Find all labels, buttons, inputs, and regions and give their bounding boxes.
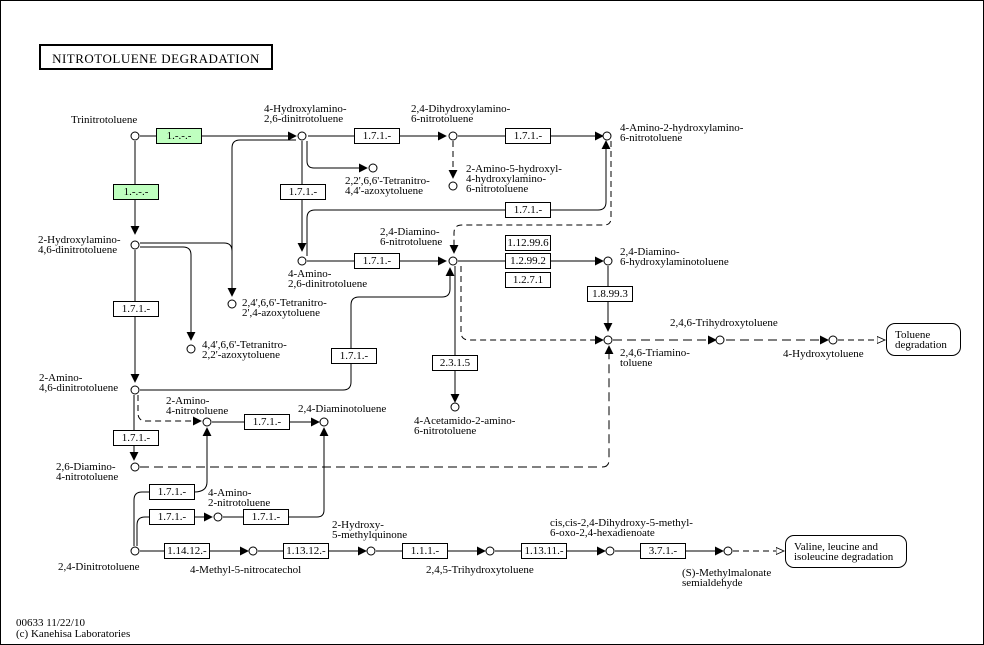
enzyme-box-1-7-1[interactable]: 1.7.1.-: [354, 128, 400, 144]
compound-node[interactable]: [723, 546, 733, 556]
map-id-date: 00633 11/22/10: [16, 617, 85, 629]
compound-label-2-amino-5-hydroxyl-4-hydroxylamino-6-nitrotoluene[interactable]: 2-Amino-5-hydroxyl- 4-hydroxylamino- 6-n…: [466, 163, 562, 195]
compound-node[interactable]: [297, 256, 307, 266]
compound-node[interactable]: [213, 512, 223, 522]
compound-label-4-acetamido-2-amino-6-nitrotoluene[interactable]: 4-Acetamido-2-amino- 6-nitrotoluene: [414, 415, 516, 437]
enzyme-box-1-7-1[interactable]: 1.7.1.-: [149, 484, 195, 500]
edge: [137, 395, 202, 426]
map-link-valine-leucine-isoleucine-degradation[interactable]: Valine, leucine and isoleucine degradati…: [785, 535, 907, 568]
enzyme-box-1-14-12[interactable]: 1.14.12.-: [164, 543, 210, 559]
enzyme-box-1-7-1[interactable]: 1.7.1.-: [244, 414, 290, 430]
compound-label-2-4-diamino-6-nitrotoluene[interactable]: 2,4-Diamino- 6-nitrotoluene: [380, 226, 443, 248]
compound-label-2-4-6-triaminotoluene[interactable]: 2,4,6-Triamino- toluene: [620, 347, 690, 369]
copyright: (c) Kanehisa Laboratories: [16, 628, 131, 640]
edge: [140, 242, 233, 252]
compound-node[interactable]: [448, 181, 458, 191]
enzyme-box-1-13-11[interactable]: 1.13.11.-: [521, 543, 567, 559]
compound-node[interactable]: [319, 417, 329, 427]
compound-label-2-4-dinitrotoluene[interactable]: 2,4-Dinitrotoluene: [58, 561, 140, 573]
edge: [140, 246, 196, 341]
map-title: NITROTOLUENE DEGRADATION: [39, 44, 273, 70]
enzyme-box-1-7-1[interactable]: 1.7.1.-: [243, 509, 289, 525]
enzyme-box-1-2-99-2[interactable]: 1.2.99.2: [505, 253, 551, 269]
compound-node[interactable]: [485, 546, 495, 556]
map-link-toluene-degradation[interactable]: Toluene degradation: [886, 323, 961, 356]
edge: [140, 267, 455, 391]
compound-label-2-4-diamino-6-hydroxylaminotoluene[interactable]: 2,4-Diamino- 6-hydroxylaminotoluene: [620, 246, 729, 268]
compound-node[interactable]: [202, 417, 212, 427]
compound-node[interactable]: [130, 462, 140, 472]
compound-label-4-4-6-6-tetranitro-2-2-azoxytoluene[interactable]: 4,4',6,6'-Tetranitro- 2,2'-azoxytoluene: [202, 339, 287, 361]
compound-node[interactable]: [186, 344, 196, 354]
compound-node[interactable]: [715, 335, 725, 345]
compound-node[interactable]: [297, 131, 307, 141]
enzyme-box-1-7-1[interactable]: 1.7.1.-: [113, 301, 159, 317]
compound-node[interactable]: [368, 163, 378, 173]
compound-label-4-hydroxytoluene[interactable]: 4-Hydroxytoluene: [783, 348, 864, 360]
enzyme-box-1-2-7-1[interactable]: 1.2.7.1: [505, 272, 551, 288]
enzyme-box-1-7-1[interactable]: 1.7.1.-: [354, 253, 400, 269]
compound-label-2-hydroxy-5-methylquinone[interactable]: 2-Hydroxy- 5-methylquinone: [332, 519, 408, 541]
compound-label-2-amino-4-6-dinitrotoluene[interactable]: 2-Amino- 4,6-dinitrotoluene: [39, 372, 119, 394]
compound-label-4-methyl-5-nitrocatechol[interactable]: 4-Methyl-5-nitrocatechol: [190, 564, 302, 576]
compound-node[interactable]: [366, 546, 376, 556]
edge: [306, 141, 368, 173]
compound-node[interactable]: [130, 131, 140, 141]
compound-node[interactable]: [130, 385, 140, 395]
compound-node[interactable]: [605, 546, 615, 556]
enzyme-box-1-7-1[interactable]: 1.7.1.-: [113, 430, 159, 446]
enzyme-box-1-tnt-vertical[interactable]: 1.-.-.-: [113, 184, 159, 200]
enzyme-box-2-3-1-5[interactable]: 2.3.1.5: [432, 355, 478, 371]
compound-label-2-4-6-6-tetranitro-2-4-azoxytoluene[interactable]: 2,4',6,6'-Tetranitro- 2',4-azoxytoluene: [242, 297, 327, 319]
edge: [306, 140, 611, 256]
compound-node[interactable]: [248, 546, 258, 556]
compound-node[interactable]: [227, 299, 237, 309]
enzyme-box-1-7-1[interactable]: 1.7.1.-: [331, 348, 377, 364]
compound-label-2-6-diamino-4-nitrotoluene[interactable]: 2,6-Diamino- 4-nitrotoluene: [56, 461, 119, 483]
compound-label-2-amino-4-nitrotoluene[interactable]: 2-Amino- 4-nitrotoluene: [166, 395, 229, 417]
compound-node[interactable]: [448, 131, 458, 141]
compound-label-2-2-6-6-tetranitro-4-4-azoxytoluene[interactable]: 2,2',6,6'-Tetranitro- 4,4'-azoxytoluene: [345, 175, 430, 197]
enzyme-box-1-13-12[interactable]: 1.13.12.-: [283, 543, 329, 559]
compound-label-2-hydroxylamino-4-6-dinitrotoluene[interactable]: 2-Hydroxylamino- 4,6-dinitrotoluene: [38, 234, 121, 256]
compound-label-dihydroxy-methyl-oxo-hexadienoate[interactable]: cis,cis-2,4-Dihydroxy-5-methyl- 6-oxo-2,…: [550, 517, 693, 539]
enzyme-box-1-7-1[interactable]: 1.7.1.-: [505, 128, 551, 144]
enzyme-box-1-7-1[interactable]: 1.7.1.-: [280, 184, 326, 200]
compound-label-4-hydroxylamino-2-6-dinitrotoluene[interactable]: 4-Hydroxylamino- 2,6-dinitrotoluene: [264, 103, 347, 125]
compound-label-2-4-5-trihydroxytoluene[interactable]: 2,4,5-Trihydroxytoluene: [426, 564, 534, 576]
compound-label-2-4-6-trihydroxytoluene[interactable]: 2,4,6-Trihydroxytoluene: [670, 317, 778, 329]
enzyme-box-1-7-1[interactable]: 1.7.1.-: [149, 509, 195, 525]
enzyme-box-1-12-99-6[interactable]: 1.12.99.6: [505, 235, 551, 251]
edge: [460, 266, 604, 345]
compound-node[interactable]: [130, 240, 140, 250]
edge: [227, 139, 296, 297]
compound-label-2-4-diaminotoluene[interactable]: 2,4-Diaminotoluene: [298, 403, 387, 415]
compound-node[interactable]: [130, 546, 140, 556]
edge: [223, 427, 329, 518]
enzyme-box-1-tnt-horizontal[interactable]: 1.-.-.-: [156, 128, 202, 144]
enzyme-box-1-7-1[interactable]: 1.7.1.-: [505, 202, 551, 218]
compound-node[interactable]: [450, 402, 460, 412]
compound-label-trinitrotoluene[interactable]: Trinitrotoluene: [71, 114, 138, 126]
compound-label-4-amino-2-nitrotoluene[interactable]: 4-Amino- 2-nitrotoluene: [208, 487, 271, 509]
enzyme-box-1-1-1[interactable]: 1.1.1.-: [402, 543, 448, 559]
compound-label-4-amino-2-hydroxylamino-6-nitrotoluene[interactable]: 4-Amino-2-hydroxylamino- 6-nitrotoluene: [620, 122, 744, 144]
compound-node[interactable]: [602, 131, 612, 141]
edge: [136, 512, 213, 546]
enzyme-box-3-7-1[interactable]: 3.7.1.-: [640, 543, 686, 559]
edge: [140, 345, 614, 468]
compound-label-2-4-dihydroxylamino-6-nitrotoluene[interactable]: 2,4-Dihydroxylamino- 6-nitrotoluene: [411, 103, 511, 125]
compound-node[interactable]: [448, 256, 458, 266]
compound-label-4-amino-2-6-dinitrotoluene[interactable]: 4-Amino- 2,6-dinitrotoluene: [288, 268, 368, 290]
enzyme-box-1-8-99-3[interactable]: 1.8.99.3: [587, 286, 633, 302]
compound-node[interactable]: [828, 335, 838, 345]
compound-node[interactable]: [603, 335, 613, 345]
compound-label-s-methylmalonate-semialdehyde[interactable]: (S)-Methylmalonate semialdehyde: [682, 567, 772, 589]
compound-node[interactable]: [603, 256, 613, 266]
